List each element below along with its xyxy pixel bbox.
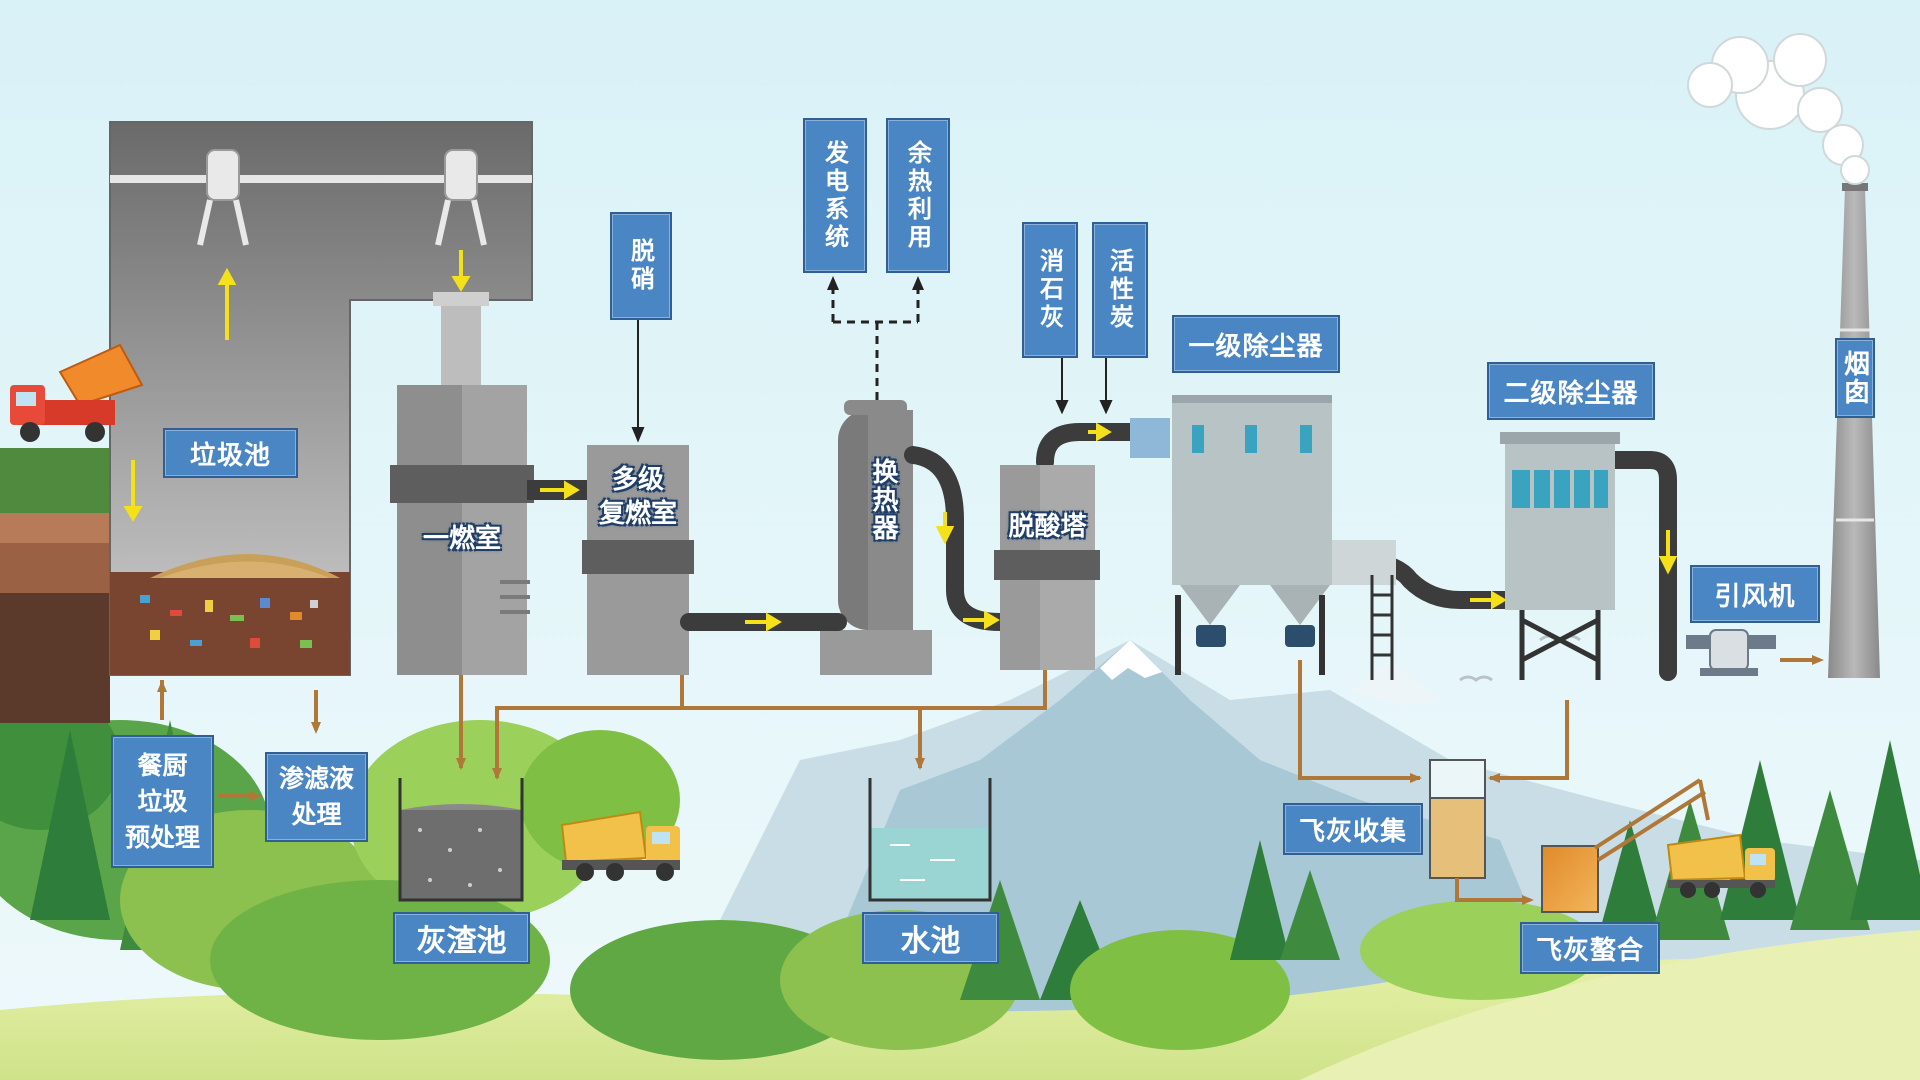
label-fly-ash-chelation: 飞灰螯合 xyxy=(1520,922,1660,974)
primary-combustion-unit xyxy=(390,292,534,675)
water-pool-unit xyxy=(868,778,992,902)
label-waste-heat-use: 余热利用 xyxy=(886,118,950,273)
label-leachate-treatment: 渗滤液 处理 xyxy=(265,752,368,842)
label-chimney: 烟囱 xyxy=(1835,338,1875,418)
garbage-icon xyxy=(140,595,318,648)
ash-pool-unit xyxy=(398,778,524,902)
flow-arrows xyxy=(123,250,1678,632)
label-kitchen-pretreatment: 餐厨 垃圾 预处理 xyxy=(111,735,214,868)
secondary-combustion-unit xyxy=(527,445,694,675)
input-arrows xyxy=(631,320,1113,443)
label-deacidification-tower: 脱酸塔 xyxy=(1008,512,1087,542)
label-secondary-dust-collector: 二级除尘器 xyxy=(1487,362,1655,420)
label-ash-pool: 灰渣池 xyxy=(393,912,530,964)
label-power-generation: 发电系统 xyxy=(803,118,867,273)
label-denitration: 脱硝 xyxy=(610,212,672,320)
label-secondary-combustion: 多级 复燃室 xyxy=(598,465,677,529)
label-water-pool: 水池 xyxy=(862,912,999,964)
garbage-truck-icon xyxy=(560,810,1775,898)
fly-ash-silo-unit xyxy=(1429,759,1486,879)
deacidification-unit xyxy=(994,465,1100,670)
chimney-unit xyxy=(1828,183,1880,678)
fly-ash-chelation-unit xyxy=(1541,778,1707,913)
waste-pit-building xyxy=(109,121,533,676)
sludge-arrowheads xyxy=(157,655,1824,905)
label-lime: 消石灰 xyxy=(1022,222,1078,358)
fan-icon xyxy=(1686,629,1776,676)
heat-exchanger-unit xyxy=(820,400,932,675)
smoke-cloud-icon xyxy=(1687,33,1870,185)
label-primary-combustion: 一燃室 xyxy=(422,524,501,554)
label-heat-exchanger: 换热器 xyxy=(868,458,898,542)
ground-cliff xyxy=(0,448,110,723)
energy-arrows xyxy=(831,285,920,400)
primary-dust-collector-unit xyxy=(1130,395,1396,680)
grab-crane-icon xyxy=(197,149,487,246)
secondary-dust-collector-unit xyxy=(1500,432,1620,680)
label-primary-dust-collector: 一级除尘器 xyxy=(1172,315,1340,373)
label-fly-ash-collection: 飞灰收集 xyxy=(1283,803,1423,855)
label-activated-carbon: 活性炭 xyxy=(1092,222,1148,358)
label-induced-draft-fan: 引风机 xyxy=(1690,565,1820,623)
dump-truck-icon xyxy=(10,343,144,442)
label-waste-pit: 垃圾池 xyxy=(163,428,298,478)
